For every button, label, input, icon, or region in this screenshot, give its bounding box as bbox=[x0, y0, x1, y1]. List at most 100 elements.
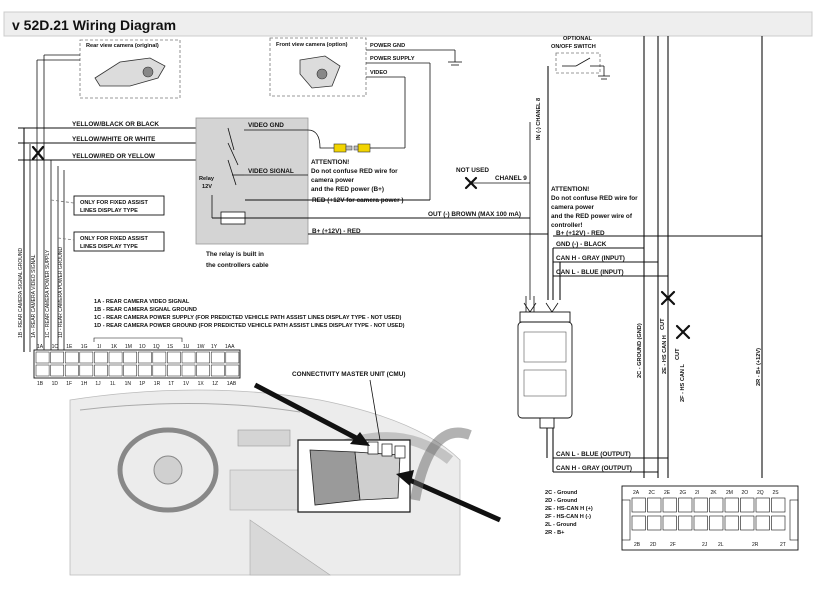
pin1-legend-3: 1C - REAR CAMERA POWER SUPPLY (FOR PREDI… bbox=[94, 315, 402, 321]
connector1-pin bbox=[94, 364, 108, 377]
connector1-top-label: 1AA bbox=[225, 344, 235, 350]
connector2-pin bbox=[740, 497, 755, 513]
connector2-pin bbox=[662, 515, 677, 531]
vlabel-2c: 2C - GROUND (GND) bbox=[637, 323, 643, 378]
wire-out-brown: OUT (-) BROWN (MAX 100 mA) bbox=[428, 211, 521, 218]
connector1-bottom-label: 1L bbox=[110, 381, 116, 387]
attention-right-4: and the RED power wire of bbox=[551, 213, 633, 220]
rear-camera: Rear view camera (original) bbox=[79, 39, 181, 99]
attention-right-3: camera power bbox=[551, 204, 594, 211]
connector1-pin bbox=[79, 364, 94, 377]
vlabel-1c: 1C - REAR CAMERA POWER SUPPLY bbox=[45, 249, 51, 338]
wire-yellow-red: YELLOW/RED OR YELLOW bbox=[72, 153, 156, 160]
connector2-pin bbox=[678, 515, 693, 531]
connector1-pin bbox=[35, 364, 50, 377]
arrow-to-cmu bbox=[253, 382, 362, 443]
chanel8-label: IN (-) CHANEL 8 bbox=[536, 98, 542, 140]
chanel9-label: CHANEL 9 bbox=[495, 175, 527, 182]
connector1-bottom-label: 1V bbox=[183, 381, 190, 387]
vlabel-2r: 2R - B+ (+12V) bbox=[756, 348, 762, 386]
connector1-pin bbox=[94, 351, 108, 364]
pin1-legend-4: 1D - REAR CAMERA POWER GROUND (FOR PREDI… bbox=[94, 323, 405, 329]
pin2-legend-5: 2L - Ground bbox=[545, 522, 577, 528]
vlabel-1b: 1B - REAR CAMERA SIGNAL GROUND bbox=[18, 248, 24, 338]
connector2-top-label: 2I bbox=[695, 490, 699, 496]
connector1-bottom-label: 1AB bbox=[227, 381, 237, 387]
connector1-pin bbox=[123, 364, 137, 377]
vlabel-2f: 2F - HS CAN L bbox=[680, 364, 686, 402]
connector1-bottom-label: 1N bbox=[125, 381, 132, 387]
wire-yellow-black: YELLOW/BLACK OR BLACK bbox=[72, 121, 159, 128]
connector1-top-label: 1S bbox=[167, 344, 174, 350]
connector1-top-label: 1W bbox=[197, 344, 205, 350]
pin1-legend-1: 1A - REAR CAMERA VIDEO SIGNAL bbox=[94, 299, 190, 305]
connector1-bottom-label: 1B bbox=[37, 381, 44, 387]
pin2-legend-1: 2C - Ground bbox=[545, 490, 578, 496]
rear-camera-icon bbox=[94, 57, 166, 87]
not-used-label: NOT USED bbox=[456, 167, 489, 174]
rca-connector bbox=[307, 129, 380, 153]
connector1-pin bbox=[35, 351, 50, 364]
connector1-pin bbox=[196, 351, 210, 364]
front-camera-label: Front view camera (option) bbox=[276, 42, 348, 48]
connector1-pin bbox=[152, 351, 167, 364]
steering-wheel-icon bbox=[117, 427, 219, 513]
connector1-pin bbox=[152, 364, 167, 377]
svg-text:LINES DISPLAY TYPE: LINES DISPLAY TYPE bbox=[80, 208, 138, 214]
front-wire-power-supply: POWER SUPPLY bbox=[370, 56, 415, 62]
cmu-label: CONNECTIVITY MASTER UNIT (CMU) bbox=[292, 371, 406, 378]
connector2-pin bbox=[647, 515, 662, 531]
assist-note-2 bbox=[73, 231, 165, 252]
switch-label-2: ON/OFF SWITCH bbox=[551, 44, 596, 50]
connector1-bottom-label: 1J bbox=[95, 381, 101, 387]
connector1-pin bbox=[79, 351, 94, 364]
pin2-legend-4: 2F - HS-CAN H (-) bbox=[545, 514, 591, 520]
connector1-pin bbox=[181, 364, 196, 377]
connector2-top-label: 2M bbox=[726, 490, 733, 496]
connector1-top-label: 1G bbox=[81, 344, 88, 350]
pin2-legend-6: 2R - B+ bbox=[545, 530, 565, 536]
connector1-top-label: 1E bbox=[66, 344, 73, 350]
connector1-pin bbox=[137, 351, 152, 364]
front-camera: Front view camera (option) bbox=[269, 37, 367, 97]
connector2-top-label: 2G bbox=[680, 490, 687, 496]
connector1-bottom-label: 1T bbox=[168, 381, 174, 387]
connector2-pin bbox=[724, 515, 739, 531]
relay-label-1: Relay bbox=[199, 176, 215, 182]
connector2-pin bbox=[709, 515, 724, 531]
connector2-pin bbox=[647, 497, 662, 513]
vlabel-2e: 2E - HS CAN H bbox=[662, 335, 668, 374]
connector1-top-label: 1A bbox=[37, 344, 44, 350]
connector1-top-label: 1Y bbox=[211, 344, 218, 350]
connector2-pin bbox=[771, 497, 786, 513]
wire-gnd-black: GND (-) - BLACK bbox=[556, 241, 607, 248]
connector2-top-label: 2O bbox=[742, 490, 749, 496]
attention-left-3: camera power bbox=[311, 177, 354, 184]
attention-right-1: ATTENTION! bbox=[551, 186, 589, 193]
connector1-bottom-label: 1F bbox=[66, 381, 72, 387]
connector1-pin bbox=[167, 351, 181, 364]
connector2-pin bbox=[771, 515, 786, 531]
wire-bplus-red-right: B+ (+12V) - RED bbox=[556, 230, 605, 237]
connector2-pin bbox=[662, 497, 677, 513]
connector2-bottom-label: 2B bbox=[634, 542, 641, 548]
rear-camera-label: Rear view camera (original) bbox=[86, 43, 159, 49]
attention-left-1: ATTENTION! bbox=[311, 159, 349, 166]
connector1-pin bbox=[64, 351, 79, 364]
connector2-top-label: 2E bbox=[664, 490, 671, 496]
relay-caption-1: The relay is built in bbox=[206, 251, 264, 258]
vlabel-1d: 1D - REAR CAMERA POWER GROUND bbox=[58, 246, 64, 338]
connector2-pin bbox=[724, 497, 739, 513]
connector1-top-label: 1Q bbox=[153, 344, 160, 350]
connector2-pin bbox=[678, 497, 693, 513]
connector1-bottom-label: 1X bbox=[198, 381, 205, 387]
connector2-top-label: 2Q bbox=[757, 490, 764, 496]
connector2-pin bbox=[755, 497, 770, 513]
connector1-bottom-label: 1D bbox=[52, 381, 59, 387]
optional-switch: OPTIONAL ON/OFF SWITCH bbox=[551, 36, 610, 80]
connector2-top-label: 2A bbox=[633, 490, 640, 496]
connector1-bottom-label: 1H bbox=[81, 381, 88, 387]
